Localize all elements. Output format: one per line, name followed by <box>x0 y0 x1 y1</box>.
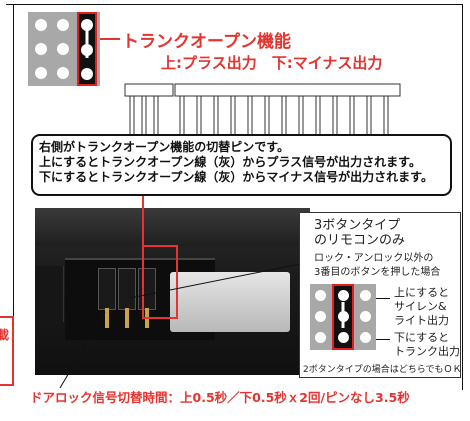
pin-dot <box>360 290 371 301</box>
pin-dot <box>360 311 371 322</box>
title-leader-line <box>100 38 120 40</box>
pin-dot <box>57 67 69 79</box>
photo-highlight-box <box>142 245 178 319</box>
up-leader-line <box>376 298 390 299</box>
photo-jumper <box>118 268 136 310</box>
pin-dot <box>360 332 371 343</box>
info-title: 3ボタンタイプ <box>314 218 401 233</box>
frame-right-line <box>462 4 463 390</box>
pin-dot <box>35 43 47 55</box>
photo-pin <box>125 308 129 328</box>
callout-leader-line <box>142 196 144 246</box>
frame-left-line <box>13 4 14 320</box>
trunk-function-title: トランクオープン機能 <box>122 32 291 52</box>
callout-line: 右側がトランクオープン機能の切替ピンです。 <box>39 140 290 154</box>
pin-dot <box>315 290 326 301</box>
trunk-pin-callout: 右側がトランクオープン機能の切替ピンです。 上にするとトランクオープン線（灰）か… <box>31 134 452 196</box>
info-up-label: 上にすると <box>394 286 450 299</box>
info-desc: 3番目のボタンを押した場合 <box>314 267 441 278</box>
callout-line: 下にするとトランクオープン線（灰）からマイナス信号が出力されます。 <box>39 170 433 184</box>
info-note: 2ボタンタイプの場合はどちらでもＯＫ <box>303 365 462 375</box>
pin-dot <box>57 19 69 31</box>
pin-dot <box>81 68 93 80</box>
trunk-output-subtitle: 上:プラス出力 下:マイナス出力 <box>161 54 383 72</box>
pin-dot <box>337 290 349 301</box>
frame-top-line <box>6 4 463 5</box>
pin-dot <box>57 43 69 55</box>
pin-dot <box>315 311 326 322</box>
pin-dot <box>337 311 349 322</box>
info-title: のリモコンのみ <box>314 233 406 248</box>
pin-dot <box>315 332 326 343</box>
info-desc: ロック・アンロック以外の <box>314 253 434 264</box>
photo-jumper <box>98 268 116 310</box>
photo-left-tab <box>35 266 64 322</box>
side-tag-text: 載 <box>0 328 9 342</box>
pin-dot <box>81 44 93 56</box>
pin-dot <box>81 19 93 31</box>
callout-line: 上にするとトランクオープン線（灰）からプラス信号が出力されます。 <box>39 155 421 169</box>
photo-white-connector <box>170 272 290 332</box>
info-down-label: 下にすると <box>394 331 450 344</box>
photo-top-plate <box>35 208 310 246</box>
door-lock-timing-footer: ドアロック信号切替時間：上0.5秒／下0.5秒ｘ2回/ピンなし3.5秒 <box>30 390 410 405</box>
info-up-label: ライト出力 <box>394 314 449 327</box>
pin-dot <box>35 67 47 79</box>
pin-dot <box>35 19 47 31</box>
jumper-block-icon <box>310 284 376 350</box>
info-up-label: サイレン& <box>394 300 447 313</box>
jumper-strip <box>77 12 97 86</box>
connector-photo <box>35 208 310 375</box>
jumper-block-icon <box>28 12 100 86</box>
side-tag: 載 <box>0 316 14 386</box>
down-leader-line <box>376 339 390 340</box>
pin-dot <box>337 332 349 343</box>
photo-pin <box>105 308 109 328</box>
jumper-strip <box>332 284 354 350</box>
header-pin-icon <box>124 83 401 137</box>
info-down-label: トランク出力 <box>394 345 460 358</box>
